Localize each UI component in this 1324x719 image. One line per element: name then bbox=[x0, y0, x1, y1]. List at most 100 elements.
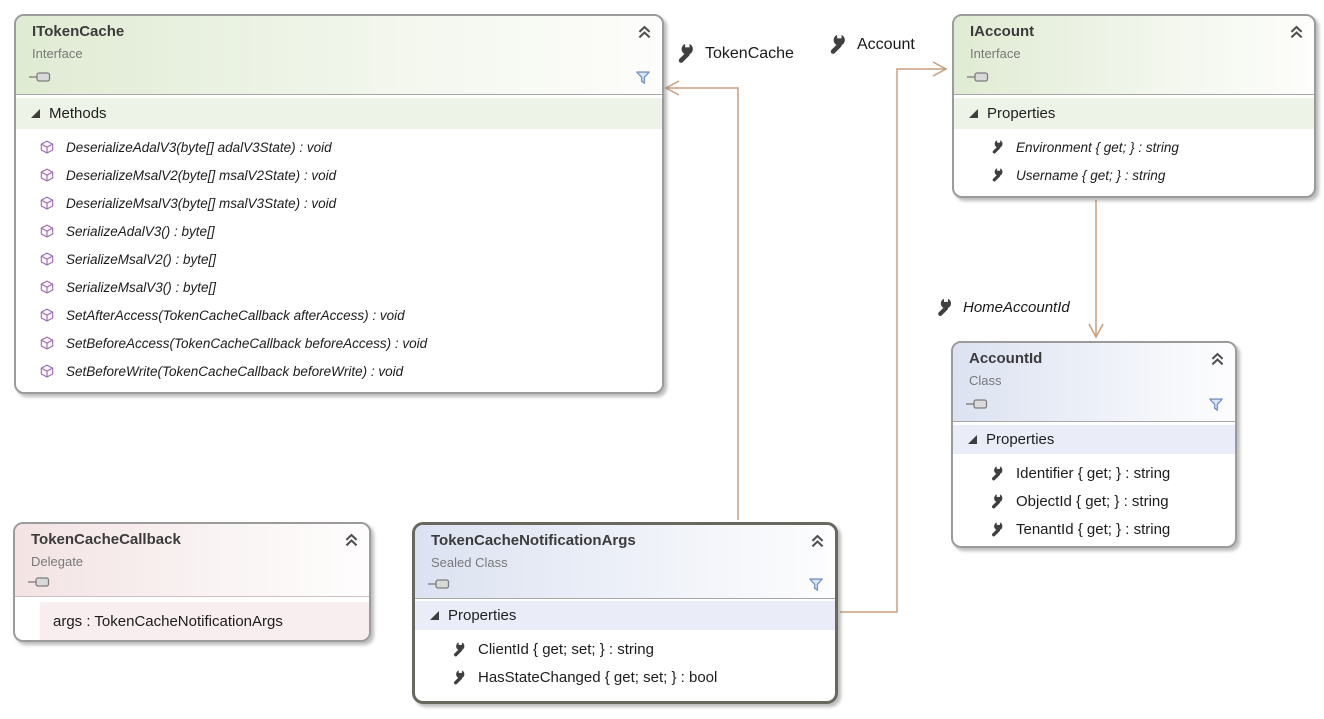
member-row[interactable]: Environment { get; } : string bbox=[954, 133, 1312, 161]
association-account-arrowhead bbox=[932, 61, 948, 77]
wrench-icon bbox=[824, 33, 847, 56]
filter-icon[interactable] bbox=[1208, 397, 1224, 413]
member-row[interactable]: Identifier { get; } : string bbox=[953, 459, 1233, 487]
node-tokencachecallback[interactable]: TokenCacheCallback Delegate args : Token… bbox=[13, 522, 371, 642]
node-tokencachenotificationargs[interactable]: TokenCacheNotificationArgs Sealed Class … bbox=[412, 522, 838, 704]
lollipop-icon bbox=[29, 71, 51, 83]
method-cube-icon bbox=[40, 224, 54, 238]
wrench-icon bbox=[932, 297, 953, 318]
member-text: DeserializeAdalV3(byte[] adalV3State) : … bbox=[66, 139, 332, 155]
association-account-line[interactable] bbox=[840, 68, 946, 613]
filter-icon[interactable] bbox=[635, 70, 651, 86]
property-wrench-icon bbox=[449, 641, 466, 658]
node-title: TokenCacheNotificationArgs bbox=[431, 532, 636, 549]
connector-label-text: TokenCache bbox=[705, 44, 794, 62]
section-label: Methods bbox=[49, 105, 107, 122]
section-label: Properties bbox=[986, 431, 1055, 448]
delegate-parameter-row[interactable]: args : TokenCacheNotificationArgs bbox=[40, 602, 369, 640]
expander-triangle-icon bbox=[31, 109, 40, 118]
connector-label-text: HomeAccountId bbox=[963, 299, 1070, 316]
member-row[interactable]: SerializeMsalV2() : byte[] bbox=[16, 245, 660, 273]
expander-triangle-icon bbox=[430, 611, 439, 620]
lollipop-icon bbox=[428, 578, 450, 590]
member-text: SerializeAdalV3() : byte[] bbox=[66, 223, 215, 239]
member-text: ClientId { get; set; } : string bbox=[478, 640, 654, 658]
node-header: AccountId Class bbox=[953, 343, 1235, 422]
member-row[interactable]: SetBeforeAccess(TokenCacheCallback befor… bbox=[16, 329, 660, 357]
member-text: TenantId { get; } : string bbox=[1016, 520, 1171, 538]
filter-icon[interactable] bbox=[808, 577, 824, 593]
section-label: Properties bbox=[448, 607, 517, 624]
member-row[interactable]: DeserializeMsalV2(byte[] msalV2State) : … bbox=[16, 161, 660, 189]
method-cube-icon bbox=[40, 280, 54, 294]
lollipop-icon bbox=[966, 398, 988, 410]
member-row[interactable]: TenantId { get; } : string bbox=[953, 515, 1233, 543]
method-cube-icon bbox=[40, 336, 54, 350]
collapse-chevron-icon[interactable] bbox=[343, 532, 360, 549]
node-kind: Interface bbox=[32, 46, 83, 61]
section-header-properties[interactable]: Properties bbox=[415, 601, 835, 630]
member-row[interactable]: DeserializeMsalV3(byte[] msalV3State) : … bbox=[16, 189, 660, 217]
collapse-chevron-icon[interactable] bbox=[1288, 24, 1305, 41]
member-text: DeserializeMsalV2(byte[] msalV2State) : … bbox=[66, 167, 337, 183]
collapse-chevron-icon[interactable] bbox=[1209, 351, 1226, 368]
section-header-properties[interactable]: Properties bbox=[953, 425, 1235, 454]
member-text: Environment { get; } : string bbox=[1016, 139, 1179, 155]
member-row[interactable]: DeserializeAdalV3(byte[] adalV3State) : … bbox=[16, 133, 660, 161]
node-title: IAccount bbox=[970, 23, 1035, 40]
association-homeaccountid-arrowhead bbox=[1088, 323, 1104, 339]
connector-label-tokencache[interactable]: TokenCache bbox=[672, 42, 794, 65]
member-text: SerializeMsalV2() : byte[] bbox=[66, 251, 217, 267]
connector-label-account[interactable]: Account bbox=[824, 33, 915, 56]
member-row[interactable]: HasStateChanged { get; set; } : bool bbox=[415, 663, 833, 691]
member-row[interactable]: SetAfterAccess(TokenCacheCallback afterA… bbox=[16, 301, 660, 329]
node-itokencache[interactable]: ITokenCache Interface Methods Deserializ… bbox=[14, 14, 664, 394]
member-text: Username { get; } : string bbox=[1016, 167, 1166, 183]
member-row[interactable]: SerializeAdalV3() : byte[] bbox=[16, 217, 660, 245]
expander-triangle-icon bbox=[968, 435, 977, 444]
member-row[interactable]: SerializeMsalV3() : byte[] bbox=[16, 273, 660, 301]
connector-label-homeaccountid[interactable]: HomeAccountId bbox=[932, 297, 1070, 318]
member-text: HasStateChanged { get; set; } : bool bbox=[478, 668, 718, 686]
association-tokencache-arrowhead bbox=[664, 80, 680, 96]
node-title: ITokenCache bbox=[32, 23, 125, 40]
node-kind: Interface bbox=[970, 46, 1021, 61]
section-header-properties[interactable]: Properties bbox=[954, 98, 1314, 129]
member-row[interactable]: Username { get; } : string bbox=[954, 161, 1312, 189]
member-text: ObjectId { get; } : string bbox=[1016, 492, 1169, 510]
property-wrench-icon bbox=[987, 521, 1004, 538]
member-text: SetBeforeWrite(TokenCacheCallback before… bbox=[66, 363, 404, 379]
property-wrench-icon bbox=[449, 669, 466, 686]
property-wrench-icon bbox=[987, 465, 1004, 482]
member-row[interactable]: ObjectId { get; } : string bbox=[953, 487, 1233, 515]
method-cube-icon bbox=[40, 308, 54, 322]
node-header: TokenCacheCallback Delegate bbox=[15, 524, 369, 597]
association-tokencache-line[interactable] bbox=[666, 87, 739, 520]
lollipop-icon bbox=[28, 576, 50, 588]
node-kind: Class bbox=[969, 373, 1002, 388]
node-title: AccountId bbox=[969, 350, 1043, 367]
member-row[interactable]: SetBeforeWrite(TokenCacheCallback before… bbox=[16, 357, 660, 385]
collapse-chevron-icon[interactable] bbox=[636, 24, 653, 41]
node-accountid[interactable]: AccountId Class Properties Identifier { … bbox=[951, 341, 1237, 548]
node-iaccount[interactable]: IAccount Interface Properties Environmen… bbox=[952, 14, 1316, 198]
section-header-methods[interactable]: Methods bbox=[16, 98, 662, 129]
connector-label-text: Account bbox=[857, 35, 915, 53]
member-text: Identifier { get; } : string bbox=[1016, 464, 1171, 482]
node-header: IAccount Interface bbox=[954, 16, 1314, 95]
property-wrench-icon bbox=[988, 139, 1004, 155]
node-header: ITokenCache Interface bbox=[16, 16, 662, 95]
node-kind: Delegate bbox=[31, 554, 84, 569]
expander-triangle-icon bbox=[969, 109, 978, 118]
member-text: args : TokenCacheNotificationArgs bbox=[53, 613, 283, 630]
lollipop-icon bbox=[967, 71, 989, 83]
member-text: DeserializeMsalV3(byte[] msalV3State) : … bbox=[66, 195, 337, 211]
method-cube-icon bbox=[40, 140, 54, 154]
property-wrench-icon bbox=[988, 167, 1004, 183]
collapse-chevron-icon[interactable] bbox=[809, 533, 826, 550]
member-row[interactable]: ClientId { get; set; } : string bbox=[415, 635, 833, 663]
method-cube-icon bbox=[40, 252, 54, 266]
node-kind: Sealed Class bbox=[431, 555, 508, 570]
